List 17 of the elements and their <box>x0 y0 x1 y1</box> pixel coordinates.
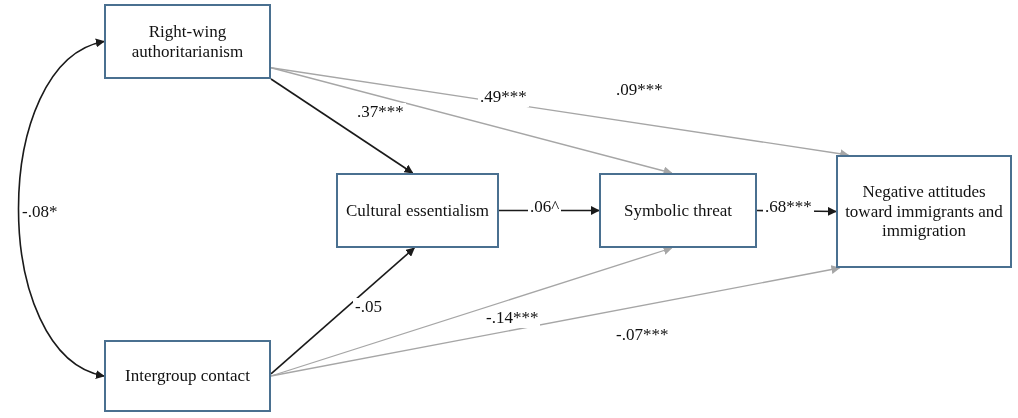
variable-box <box>836 155 1012 268</box>
variable-name: Intergroup contact <box>125 366 250 386</box>
variable-name: Symbolic threat <box>623 200 733 221</box>
variable-box <box>336 173 499 248</box>
variable-box <box>104 340 271 412</box>
variable-name: Negative attitudes toward immigrants and immigration <box>844 182 1004 241</box>
edge-label: .49*** <box>478 88 529 107</box>
variable-name: Right-wing authoritarianism <box>130 21 245 62</box>
arrow <box>270 78 414 174</box>
arrow <box>270 247 416 375</box>
edge-label: -.14*** <box>484 309 541 328</box>
arrow <box>270 67 673 176</box>
variable-name: Cultural essentialism <box>345 200 490 221</box>
arrow <box>270 265 841 377</box>
arrow <box>17 40 105 378</box>
variable-box <box>104 4 271 79</box>
variable-box <box>599 173 757 248</box>
